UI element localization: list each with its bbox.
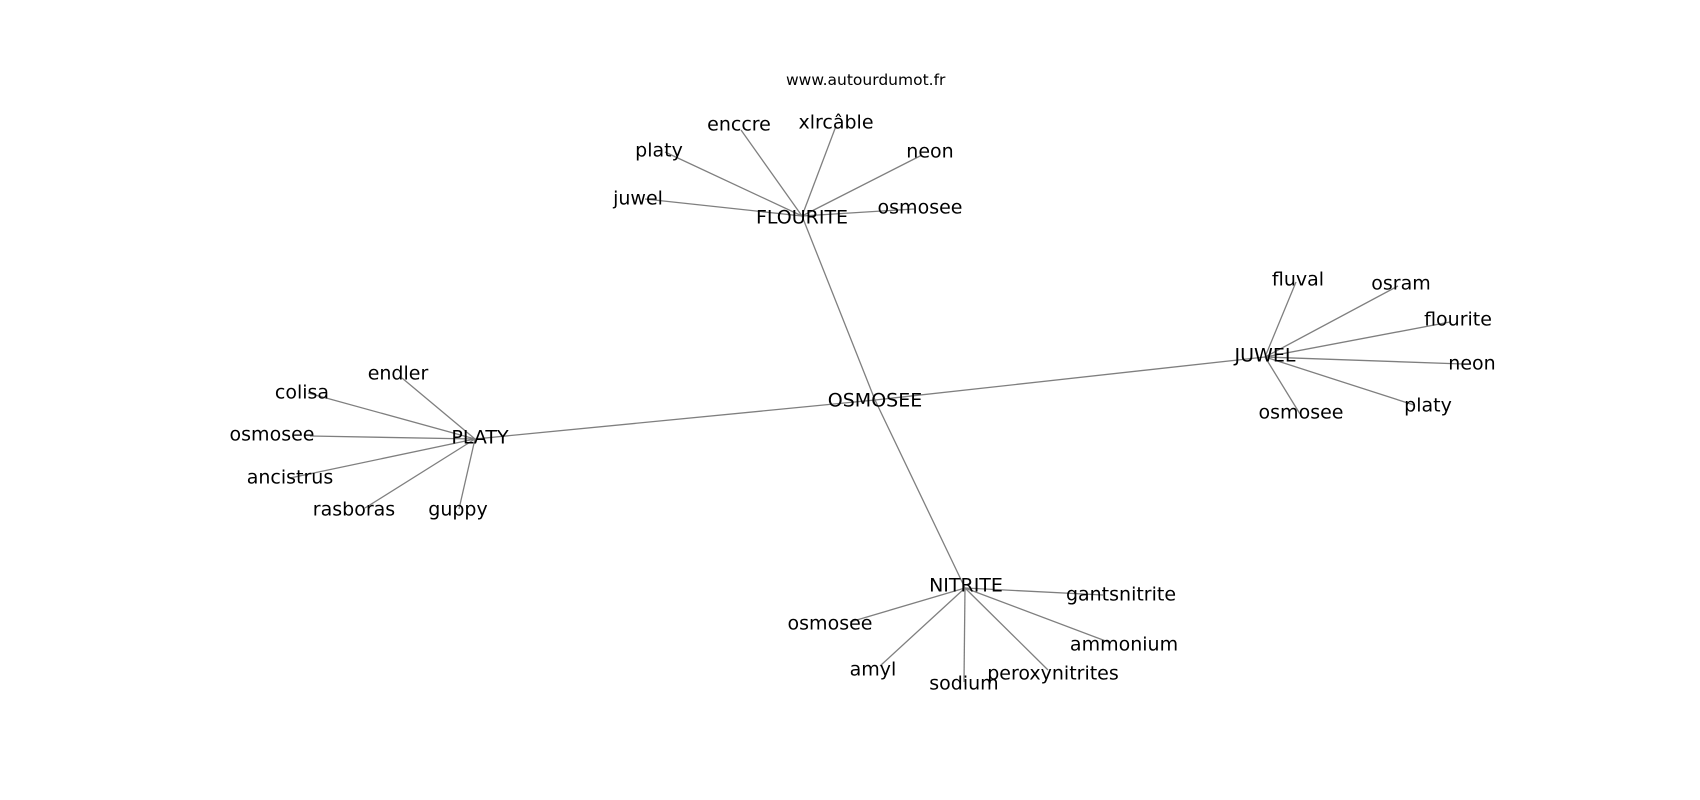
leaf-node-nitrite-5[interactable]: osmosee <box>788 613 873 635</box>
leaf-node-flourite-1[interactable]: platy <box>635 140 683 162</box>
hub-node-juwel[interactable]: JUWEL <box>1234 345 1296 367</box>
edge-flourite-5 <box>801 208 915 217</box>
edge-flourite-1 <box>664 151 803 217</box>
edge-center-juwel <box>874 356 1266 401</box>
leaf-node-nitrite-0[interactable]: gantsnitrite <box>1066 584 1176 606</box>
leaf-node-flourite-3[interactable]: xlrcâble <box>798 112 873 134</box>
edge-nitrite-5 <box>849 587 966 623</box>
edge-juwel-0 <box>1264 281 1297 358</box>
edge-platy-5 <box>458 438 476 510</box>
edge-nitrite-3 <box>963 587 966 683</box>
leaf-node-flourite-0[interactable]: juwel <box>612 188 663 210</box>
leaf-node-platy-2[interactable]: osmosee <box>230 424 315 446</box>
leaf-node-juwel-5[interactable]: osmosee <box>1259 402 1344 424</box>
edge-center-nitrite <box>874 399 966 589</box>
labels-layer: OSMOSEE FLOURITE juwel platy enccre xlrcâble n… <box>230 112 1496 695</box>
edge-platy-3 <box>289 438 476 479</box>
center-node-label[interactable]: OSMOSEE <box>828 390 922 412</box>
leaf-node-flourite-5[interactable]: osmosee <box>878 197 963 219</box>
leaf-node-juwel-3[interactable]: neon <box>1448 353 1495 375</box>
edges-layer <box>289 125 1464 683</box>
leaf-node-flourite-2[interactable]: enccre <box>707 114 771 136</box>
leaf-node-flourite-4[interactable]: neon <box>906 141 953 163</box>
leaf-node-platy-0[interactable]: endler <box>368 363 429 385</box>
edge-juwel-3 <box>1264 356 1464 365</box>
edge-flourite-2 <box>740 129 803 217</box>
hub-node-nitrite[interactable]: NITRITE <box>929 575 1003 597</box>
edge-juwel-4 <box>1264 356 1415 406</box>
edge-nitrite-1 <box>964 587 1112 644</box>
edge-juwel-1 <box>1264 285 1399 358</box>
leaf-node-juwel-0[interactable]: fluval <box>1272 269 1324 291</box>
leaf-node-nitrite-2[interactable]: peroxynitrites <box>987 663 1119 685</box>
leaf-node-platy-5[interactable]: guppy <box>428 499 487 521</box>
edge-juwel-5 <box>1264 356 1301 415</box>
edge-flourite-4 <box>801 154 923 217</box>
leaf-node-juwel-1[interactable]: osram <box>1371 273 1431 295</box>
edge-flourite-0 <box>644 198 803 217</box>
edge-nitrite-2 <box>964 587 1049 671</box>
edge-platy-4 <box>364 438 476 509</box>
hub-node-platy[interactable]: PLATY <box>451 427 509 449</box>
leaf-node-juwel-2[interactable]: flourite <box>1424 309 1492 331</box>
edge-platy-0 <box>401 377 476 440</box>
edge-flourite-3 <box>801 125 837 217</box>
leaf-node-juwel-4[interactable]: platy <box>1404 395 1452 417</box>
leaf-node-nitrite-3[interactable]: sodium <box>929 673 998 695</box>
leaf-node-platy-4[interactable]: rasboras <box>313 499 395 521</box>
edge-platy-1 <box>307 392 476 440</box>
leaf-node-nitrite-1[interactable]: ammonium <box>1070 634 1178 656</box>
edge-nitrite-4 <box>879 587 966 667</box>
edge-center-flourite <box>801 215 876 401</box>
leaf-node-platy-1[interactable]: colisa <box>275 382 329 404</box>
hub-node-flourite[interactable]: FLOURITE <box>756 207 848 229</box>
edge-center-platy <box>474 399 876 440</box>
edge-juwel-2 <box>1264 321 1451 358</box>
leaf-node-nitrite-4[interactable]: amyl <box>850 659 897 681</box>
edge-platy-2 <box>309 435 476 440</box>
watermark-text: www.autourdumot.fr <box>786 71 946 89</box>
edge-nitrite-0 <box>964 587 1104 596</box>
leaf-node-platy-3[interactable]: ancistrus <box>247 467 334 489</box>
